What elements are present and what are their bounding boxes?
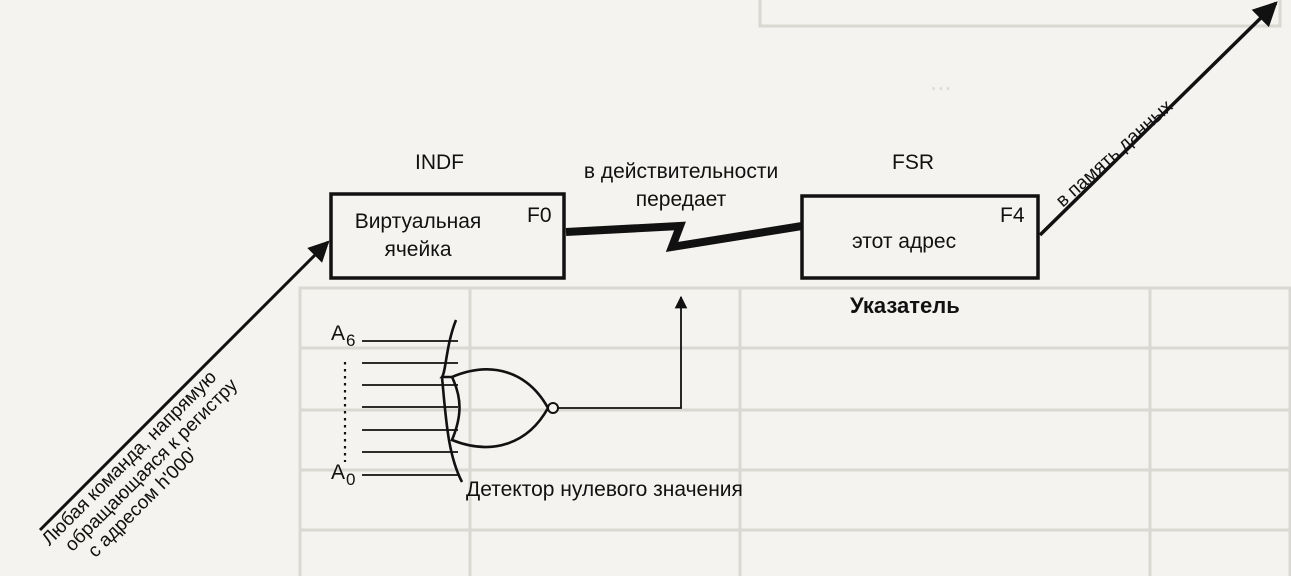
fsr-title: FSR [892,151,934,174]
address-bus-lines [362,340,458,476]
indf-address: F0 [527,204,552,227]
fsr-label: этот адрес [852,230,957,253]
indf-title: INDF [415,151,464,174]
bleed-through-background: ... [298,0,1291,576]
a0-letter: A [331,461,346,484]
nor-inversion-bubble [547,402,559,414]
memory-arrow [1038,1,1278,237]
bus-label-a6: A6 [331,322,356,350]
indf-register-box [329,192,566,280]
transfer-label-line2: передает [635,188,727,211]
indf-label-line1: Виртуальная [354,210,482,233]
fsr-caption: Указатель [850,293,960,318]
fsr-address: F4 [1000,204,1025,227]
indf-label-line2: ячейка [384,238,452,261]
svg-text:...: ... [930,66,952,96]
bus-label-a0: A0 [331,461,356,489]
a6-subscript: 6 [346,331,356,350]
a0-subscript: 0 [346,470,356,489]
command-arrow [38,240,330,532]
indirect-transfer-link [565,221,803,253]
a6-letter: A [331,322,346,345]
zero-detector-label: Детектор нулевого значения [466,478,743,501]
transfer-label-line1: в действительности [583,160,779,183]
nor-gate [439,319,550,483]
detector-output-arrow [558,295,688,409]
fsr-register-box [800,194,1040,280]
